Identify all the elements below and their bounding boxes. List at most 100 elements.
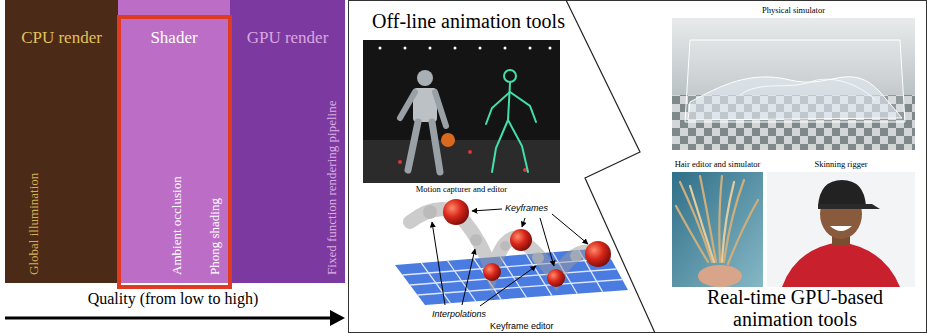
smile: [830, 226, 852, 231]
light: [479, 47, 482, 50]
interpolated-ball: [470, 234, 482, 246]
leader-line: [462, 249, 475, 305]
skeleton-arm: [510, 92, 536, 122]
hair-strand: [719, 176, 722, 262]
skinning-rigger-panel: Skinning rigger: [767, 160, 915, 287]
interpolated-ball: [570, 250, 582, 262]
keyframe-ball: [585, 241, 611, 267]
cap-bill: [818, 204, 880, 209]
robot-arm: [400, 92, 415, 118]
marker: [468, 150, 472, 154]
water-ripple: [740, 79, 875, 100]
skinning-picture: [767, 172, 915, 287]
robot-head: [417, 70, 433, 86]
interpolated-ball: [532, 252, 544, 264]
callout-label: Interpolations: [432, 309, 486, 319]
robot-leg: [408, 122, 418, 170]
light: [429, 47, 432, 50]
picture-caption: Motion capturer and editor: [416, 185, 507, 195]
keyframe-ball: [547, 269, 565, 287]
skeleton-figure: [486, 70, 536, 172]
skeleton-leg: [492, 120, 508, 172]
gpu-band-fill: [230, 0, 345, 283]
light: [529, 47, 532, 50]
marker: [398, 160, 402, 164]
hair-strands: [676, 176, 758, 264]
floor-markers: [398, 150, 527, 172]
keyframe-figure: [395, 199, 628, 306]
skeleton-arm: [486, 92, 510, 124]
hair-backdrop: [672, 172, 763, 287]
robot-arm: [435, 92, 446, 126]
band-label: Ambient occlusion: [171, 176, 186, 275]
interpolation-trail: [410, 209, 598, 278]
light: [504, 47, 507, 50]
grid-line: [418, 280, 623, 296]
keyframe-leaders: [472, 209, 588, 266]
gpu-render-band: GPU renderFixed function rendering pipel…: [230, 0, 345, 283]
shader-band-fill: [118, 0, 230, 283]
hair-strand: [690, 186, 714, 262]
cpu-render-band: CPU renderGlobal illumination: [5, 0, 118, 283]
hair-strand: [700, 176, 716, 262]
leader-line: [552, 214, 588, 244]
keyframe-ball: [483, 263, 501, 281]
callout-label: Keyframes: [505, 203, 548, 213]
studio-lights: [379, 47, 552, 50]
highlight-outline: [119, 17, 230, 287]
band-label: Global illumination: [28, 173, 43, 275]
glass-tank: [685, 40, 905, 122]
keyframe-balls: [443, 199, 611, 287]
water-simulation-picture: [672, 18, 915, 150]
shader-band: ShaderAmbient occlusion Phong shading: [118, 0, 230, 283]
band-label: Phong shading: [209, 198, 224, 275]
interpolation-leaders: [432, 222, 536, 306]
skeleton-leg: [508, 120, 528, 172]
leader-line: [432, 222, 445, 305]
motion-capture-picture: [363, 40, 560, 183]
keyframe-ball: [510, 229, 532, 251]
section-title: Off-line animation tools: [372, 10, 565, 33]
band-label: Fixed function rendering pipeline: [326, 101, 341, 275]
picture-caption: Physical simulator: [762, 6, 825, 16]
physical-simulator-panel: Physical simulator: [672, 6, 915, 150]
band-title: GPU render: [247, 28, 329, 48]
light: [549, 47, 552, 50]
skin-backdrop: [767, 172, 915, 287]
keyframe-ball: [443, 199, 469, 225]
figure-caption: Keyframe editor: [490, 321, 554, 331]
basketball: [441, 133, 455, 147]
studio-floor: [363, 140, 560, 183]
red-shirt: [782, 242, 900, 287]
picture-caption: Skinning rigger: [814, 160, 867, 170]
quality-arrow-shaft: [5, 317, 332, 320]
light: [404, 47, 407, 50]
band-title: Shader: [150, 28, 197, 48]
hair-strand: [722, 182, 734, 262]
robot-leg: [432, 122, 440, 172]
hair-editor-panel: Hair editor and simulator: [672, 160, 763, 287]
axis-label: Quality (from low to high): [8, 290, 338, 308]
leader-line: [480, 266, 536, 306]
studio-backdrop: [363, 40, 560, 183]
motion-capture-panel: Motion capturer and editor: [363, 40, 560, 195]
cap: [818, 180, 866, 206]
leader-line: [472, 209, 502, 211]
leader-line: [522, 218, 525, 227]
picture-caption: Hair editor and simulator: [675, 160, 761, 170]
leader-line: [540, 218, 554, 266]
cpu-band-fill: [5, 0, 118, 283]
band-title: CPU render: [21, 28, 102, 48]
panel-frame: [349, 1, 927, 333]
section-title: Real-time GPU-based animation tools: [675, 286, 915, 330]
water-backdrop: [672, 18, 915, 150]
robot-figure: [400, 70, 455, 172]
hair-picture: [672, 172, 763, 287]
water-surface: [688, 77, 902, 120]
skeleton-head: [504, 70, 516, 82]
interpolated-ball: [500, 241, 510, 251]
hair-strand: [728, 200, 758, 264]
shoulders: [698, 265, 742, 287]
